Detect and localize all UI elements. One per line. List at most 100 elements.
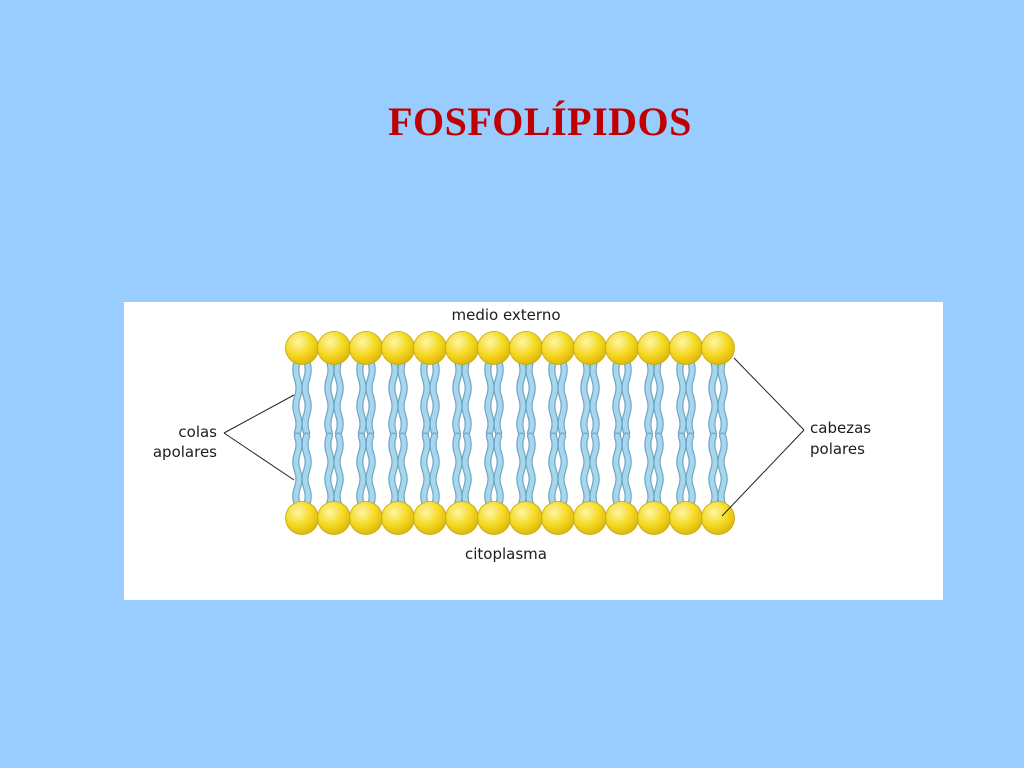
tail: [517, 433, 526, 508]
polar-head-bottom: [349, 501, 383, 535]
polar-head-top: [669, 331, 703, 365]
tail: [334, 433, 343, 508]
polar-head-bottom: [701, 501, 735, 535]
tail: [453, 358, 462, 436]
tail: [421, 433, 430, 508]
label-colas: colas: [178, 423, 217, 441]
tail: [494, 433, 503, 508]
tail: [558, 433, 567, 508]
label-cabezas: cabezas: [810, 419, 871, 437]
tail: [366, 433, 375, 508]
polar-head-top: [477, 331, 511, 365]
tail: [485, 358, 494, 436]
leader-cabezas-lower: [721, 429, 805, 517]
tail: [293, 433, 302, 508]
tail: [398, 358, 407, 436]
tail: [302, 433, 311, 508]
polar-head-bottom: [477, 501, 511, 535]
label-medio-externo: medio externo: [451, 306, 560, 324]
tail: [302, 358, 311, 436]
tail: [357, 433, 366, 508]
tail: [645, 358, 654, 436]
tail: [645, 433, 654, 508]
tail: [590, 433, 599, 508]
tail: [686, 433, 695, 508]
slide-title: FOSFOLÍPIDOS: [388, 99, 692, 144]
polar-head-top: [637, 331, 671, 365]
tail: [613, 433, 622, 508]
polar-head-bottom: [285, 501, 319, 535]
tail: [430, 433, 439, 508]
tail: [613, 358, 622, 436]
tail: [549, 358, 558, 436]
tail: [654, 358, 663, 436]
tail: [389, 433, 398, 508]
tail: [677, 433, 686, 508]
fatty-acid-tails: [292, 357, 728, 509]
polar-head-top: [413, 331, 447, 365]
tail: [398, 433, 407, 508]
polar-head-top: [541, 331, 575, 365]
label-polares: polares: [810, 440, 865, 458]
tail: [718, 433, 727, 508]
tail: [622, 433, 631, 508]
tail: [430, 358, 439, 436]
polar-head-bottom: [605, 501, 639, 535]
tail: [526, 358, 535, 436]
tail: [581, 433, 590, 508]
polar-head-top: [381, 331, 415, 365]
tail: [325, 433, 334, 508]
tail: [718, 358, 727, 436]
polar-head-top: [573, 331, 607, 365]
polar-head-bottom: [669, 501, 703, 535]
polar-head-bottom: [573, 501, 607, 535]
tail: [293, 358, 302, 436]
tail: [453, 433, 462, 508]
tail: [462, 433, 471, 508]
tail: [654, 433, 663, 508]
polar-head-top: [317, 331, 351, 365]
leader-colas-lower: [223, 432, 295, 481]
polar-heads: [285, 331, 735, 535]
label-apolares: apolares: [153, 443, 217, 461]
tail: [686, 358, 695, 436]
polar-head-top: [701, 331, 735, 365]
tail: [590, 358, 599, 436]
tail: [517, 358, 526, 436]
polar-head-top: [605, 331, 639, 365]
tail: [581, 358, 590, 436]
tail: [421, 358, 430, 436]
polar-head-bottom: [413, 501, 447, 535]
polar-head-bottom: [541, 501, 575, 535]
polar-head-bottom: [637, 501, 671, 535]
polar-head-top: [445, 331, 479, 365]
tail: [709, 433, 718, 508]
polar-head-bottom: [509, 501, 543, 535]
tail: [677, 358, 686, 436]
tail: [334, 358, 343, 436]
tail: [485, 433, 494, 508]
polar-head-bottom: [445, 501, 479, 535]
tail: [549, 433, 558, 508]
polar-head-top: [509, 331, 543, 365]
tail: [357, 358, 366, 436]
label-citoplasma: citoplasma: [465, 545, 547, 563]
tail: [325, 358, 334, 436]
polar-head-bottom: [381, 501, 415, 535]
leader-colas-upper: [223, 394, 295, 434]
polar-head-bottom: [317, 501, 351, 535]
tail: [366, 358, 375, 436]
phospholipid-bilayer-diagram: medio externo citoplasma colas apolares …: [124, 302, 943, 600]
tail: [558, 358, 567, 436]
tail: [389, 358, 398, 436]
bilayer-figure: medio externo citoplasma colas apolares …: [124, 302, 943, 600]
tail: [462, 358, 471, 436]
leader-cabezas-upper: [733, 357, 805, 431]
tail: [622, 358, 631, 436]
leader-lines: [223, 357, 805, 517]
polar-head-top: [285, 331, 319, 365]
tail: [526, 433, 535, 508]
polar-head-top: [349, 331, 383, 365]
tail: [709, 358, 718, 436]
